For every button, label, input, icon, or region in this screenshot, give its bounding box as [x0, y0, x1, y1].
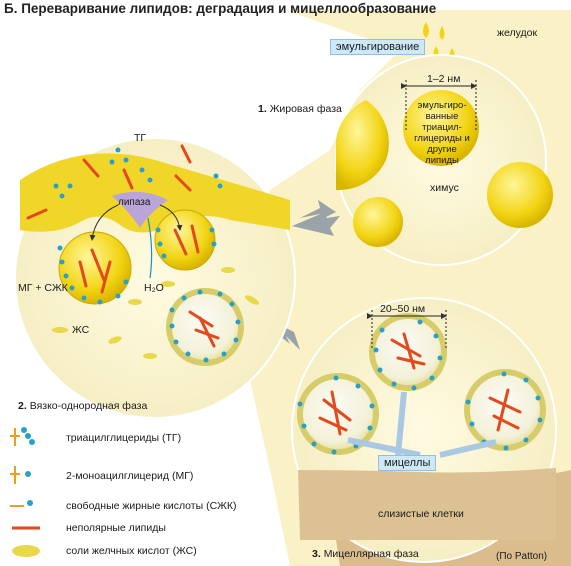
water-label: H₂O — [144, 282, 164, 294]
legend-item-nonpolar: неполярные липиды — [66, 522, 166, 534]
micelle-size-label: 20–50 нм — [380, 303, 426, 315]
phase3-number: 3. — [312, 548, 321, 560]
legend-item-ffa: свободные жирные кислоты (СЖК) — [66, 500, 237, 512]
emulsified-label: эмульгиро-ванные триацил-глицериды и дру… — [414, 100, 470, 166]
phase3-name: Мицеллярная фаза — [323, 548, 419, 560]
legend-item-tg: триацилглицериды (ТГ) — [66, 432, 182, 444]
fat-layer — [20, 153, 290, 233]
legend-item-mg: 2-моноацилглицерид (МГ) — [66, 470, 194, 482]
phase1-label: 1. Жировая фаза — [258, 103, 342, 115]
legend-item-bile: соли желчных кислот (ЖС) — [66, 545, 197, 557]
source-label: (По Patton) — [496, 551, 548, 562]
tg-label: ТГ — [134, 132, 147, 144]
phase2-name: Вязко-однородная фаза — [29, 400, 148, 412]
phase2-number: 2. — [18, 400, 27, 412]
chyme-label: химус — [430, 182, 459, 194]
lipase-label: липаза — [118, 197, 151, 208]
mucosa-label: слизистые клетки — [378, 508, 464, 520]
stomach-label: желудок — [497, 27, 538, 39]
legend-bile-symbol — [12, 545, 40, 557]
fat-size-label: 1–2 нм — [427, 73, 461, 85]
phase1-number: 1. — [258, 103, 267, 115]
lipase-enzyme — [112, 191, 168, 228]
micelle-right — [464, 369, 546, 451]
legend-symbols — [10, 427, 40, 557]
figure-title: Б. Переваривание липидов: деградация и м… — [4, 1, 437, 16]
arrow-phase1-to-2 — [292, 210, 340, 236]
micelle-left — [297, 373, 379, 455]
micelles-label: мицеллы — [378, 455, 437, 471]
phase1-name: Жировая фаза — [269, 103, 342, 115]
mg-ffa-label: МГ + СЖК — [18, 282, 68, 294]
phase2-label: 2. Вязко-однородная фаза — [18, 400, 147, 412]
fat-droplet-large — [403, 90, 479, 166]
bile-label: ЖС — [72, 324, 90, 336]
emulsification-label: эмульгирование — [330, 39, 426, 55]
phase3-label: 3. Мицеллярная фаза — [312, 548, 419, 560]
